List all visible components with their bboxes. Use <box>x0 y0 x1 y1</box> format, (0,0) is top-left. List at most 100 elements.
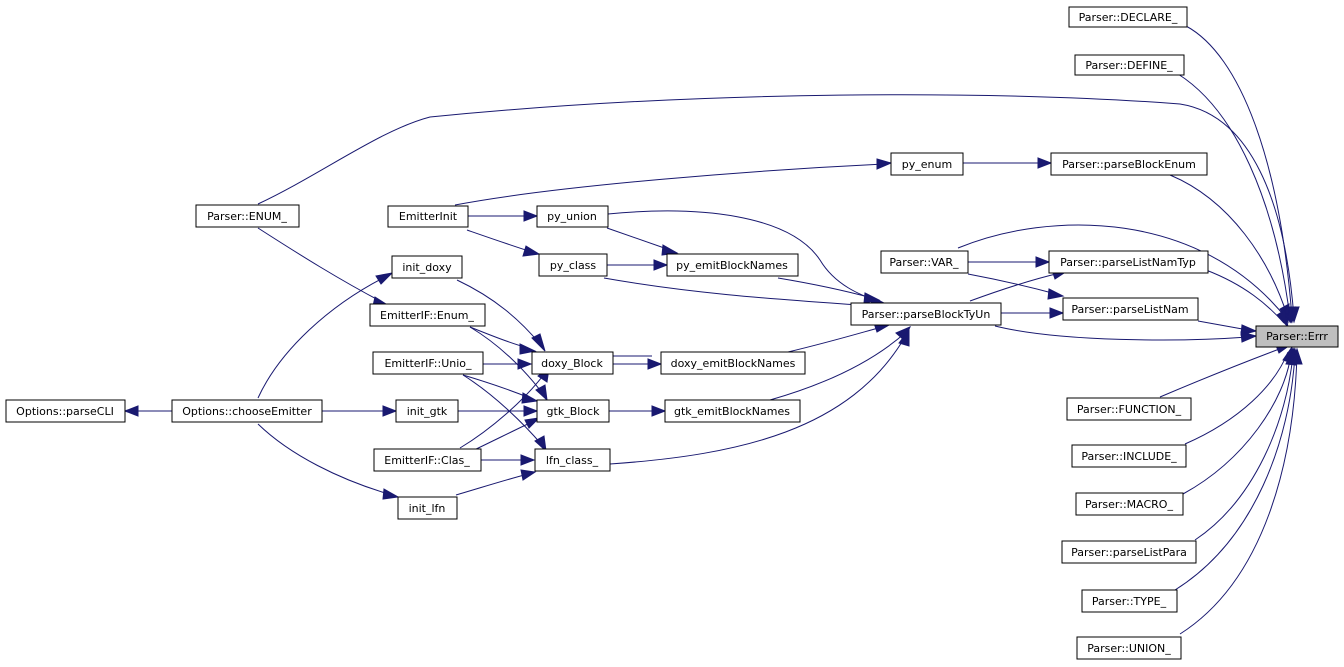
node-label: Options::parseCLI <box>16 405 114 418</box>
node-label: Parser::VAR_ <box>889 256 959 269</box>
edge-parselistnam-errr <box>1197 320 1258 336</box>
edge-gtkblock-gtkemit <box>609 405 667 417</box>
node-label: py_union <box>547 210 597 223</box>
edge-emitterifunio-gtkblock <box>462 374 539 404</box>
node-py-union[interactable]: py_union <box>536 205 609 228</box>
node-init-doxy[interactable]: init_doxy <box>391 255 463 279</box>
node-label: EmitterIF::Enum_ <box>380 309 474 322</box>
node-label: Parser::parseListPara <box>1071 546 1187 559</box>
node-gtk-emitblocknames[interactable]: gtk_emitBlockNames <box>664 399 801 423</box>
node-parser-include[interactable]: Parser::INCLUDE_ <box>1071 444 1187 468</box>
edge-emitterifclas-doxyblock <box>459 366 550 449</box>
edge-initgtk-gtkblock <box>458 405 539 417</box>
edge-union-errr <box>1179 347 1303 635</box>
edge-pyemit-parseblocktyun <box>777 277 881 304</box>
node-emitterinit[interactable]: EmitterInit <box>387 205 469 228</box>
node-doxy-block[interactable]: doxy_Block <box>531 351 614 375</box>
edge-emitterinit-pyunion <box>467 210 539 222</box>
node-parser-type[interactable]: Parser::TYPE_ <box>1081 589 1178 613</box>
node-py-enum[interactable]: py_enum <box>890 152 964 176</box>
node-options-parsecli[interactable]: Options::parseCLI <box>5 399 126 423</box>
edge-doxyblock-doxyemit <box>612 358 663 370</box>
edge-initlfn-lfnclass <box>455 469 537 496</box>
node-label: Parser::parseBlockEnum <box>1062 158 1196 171</box>
edge-var-parselistnam <box>967 273 1065 300</box>
node-label: py_class <box>550 259 597 272</box>
node-label: Parser::DECLARE_ <box>1079 11 1178 24</box>
edge-parselistnamtyp-errr <box>1205 269 1289 329</box>
node-parser-union[interactable]: Parser::UNION_ <box>1076 636 1182 660</box>
node-py-class[interactable]: py_class <box>538 253 608 277</box>
node-label: Parser::UNION_ <box>1087 642 1171 655</box>
node-parser-parselistnamtyp[interactable]: Parser::parseListNamTyp <box>1048 250 1209 274</box>
node-gtk-block[interactable]: gtk_Block <box>536 399 610 423</box>
edge-chooseemitter-initlfn <box>257 423 400 500</box>
node-label: init_lfn <box>409 502 446 515</box>
edge-emitterifenum-doxyblock <box>469 326 537 355</box>
edge-emitterifunio-lfnclass <box>462 374 547 453</box>
node-py-emitblocknames[interactable]: py_emitBlockNames <box>666 253 799 277</box>
node-parser-parseblockenum[interactable]: Parser::parseBlockEnum <box>1050 152 1208 176</box>
node-options-chooseemitter[interactable]: Options::chooseEmitter <box>171 399 323 423</box>
node-emitterif-unio[interactable]: EmitterIF::Unio_ <box>372 351 484 375</box>
node-parser-var[interactable]: Parser::VAR_ <box>880 250 969 274</box>
node-emitterif-enum[interactable]: EmitterIF::Enum_ <box>369 303 486 327</box>
node-label: Parser::MACRO_ <box>1085 498 1173 511</box>
edge-initdoxy-doxyblock <box>456 279 546 352</box>
edge-emitterifclas-lfnclass <box>481 454 536 466</box>
node-label: Parser::parseListNamTyp <box>1060 256 1196 269</box>
edge-pyunion-pyemit <box>606 227 679 256</box>
node-label: Parser::parseBlockTyUn <box>862 308 991 321</box>
edge-var-parselistnamtyp <box>968 256 1051 268</box>
node-label: Parser::TYPE_ <box>1092 595 1167 608</box>
node-label: lfn_class_ <box>546 454 599 467</box>
node-emitterif-clas[interactable]: EmitterIF::Clas_ <box>373 448 482 472</box>
node-label: init_doxy <box>402 261 452 274</box>
node-parser-declare[interactable]: Parser::DECLARE_ <box>1068 6 1188 28</box>
edge-function-errr <box>1159 342 1292 398</box>
edge-emitterinit-pyenum <box>454 158 893 206</box>
node-label: init_gtk <box>407 405 448 418</box>
node-label: py_enum <box>902 158 952 171</box>
edge-pyclass-pyemit <box>602 259 669 271</box>
edge-chooseemitter-initdoxy <box>257 272 394 399</box>
edge-chooseemitter-initgtk <box>322 405 398 417</box>
node-parser-function[interactable]: Parser::FUNCTION_ <box>1066 397 1192 421</box>
node-parser-parseblocktyun[interactable]: Parser::parseBlockTyUn <box>850 302 1002 326</box>
node-label: EmitterIF::Clas_ <box>384 454 470 467</box>
node-parser-macro[interactable]: Parser::MACRO_ <box>1075 492 1184 516</box>
node-label: gtk_Block <box>547 405 601 418</box>
node-init-gtk[interactable]: init_gtk <box>395 399 459 423</box>
node-parser-errr[interactable]: Parser::Errr <box>1255 325 1339 348</box>
node-label: EmitterInit <box>399 210 458 223</box>
node-parser-enum[interactable]: Parser::ENUM_ <box>195 204 300 228</box>
node-label: Parser::DEFINE_ <box>1085 59 1173 72</box>
node-label: py_emitBlockNames <box>676 259 788 272</box>
node-doxy-emitblocknames[interactable]: doxy_emitBlockNames <box>660 351 806 375</box>
node-label: Parser::INCLUDE_ <box>1081 450 1177 463</box>
edge-emitterifenum-gtkblock <box>469 326 548 402</box>
node-parser-parselistnam[interactable]: Parser::parseListNam <box>1062 297 1199 321</box>
node-label: EmitterIF::Unio_ <box>384 357 472 370</box>
node-label: doxy_Block <box>541 357 603 370</box>
node-label: Parser::FUNCTION_ <box>1077 403 1182 416</box>
node-parser-parselistpara[interactable]: Parser::parseListPara <box>1061 540 1197 564</box>
node-init-lfn[interactable]: init_lfn <box>397 496 458 520</box>
node-label: Parser::Errr <box>1266 330 1328 343</box>
edge-doxyemit-parseblocktyun <box>787 322 891 353</box>
edge-emitterinit-pyclass <box>466 229 541 257</box>
edge-parseblocktyun-parselistnam <box>1000 307 1065 319</box>
edge-pyclass-parseblocktyun <box>603 277 881 312</box>
node-label: gtk_emitBlockNames <box>674 405 790 418</box>
node-label: Options::chooseEmitter <box>182 405 312 418</box>
node-lfn-class[interactable]: lfn_class_ <box>534 448 611 472</box>
edge-lfnclass-parseblocktyun <box>609 328 910 465</box>
node-parser-define[interactable]: Parser::DEFINE_ <box>1074 54 1185 76</box>
edge-parselistpara-errr <box>1194 347 1299 541</box>
node-label: Parser::parseListNam <box>1071 303 1188 316</box>
node-label: doxy_emitBlockNames <box>671 357 796 370</box>
edge-pyenum-parseblockenum <box>963 157 1053 169</box>
edge-chooseemitter-parsecli <box>123 405 172 417</box>
edge-parseblocktyun-errr <box>994 325 1258 343</box>
